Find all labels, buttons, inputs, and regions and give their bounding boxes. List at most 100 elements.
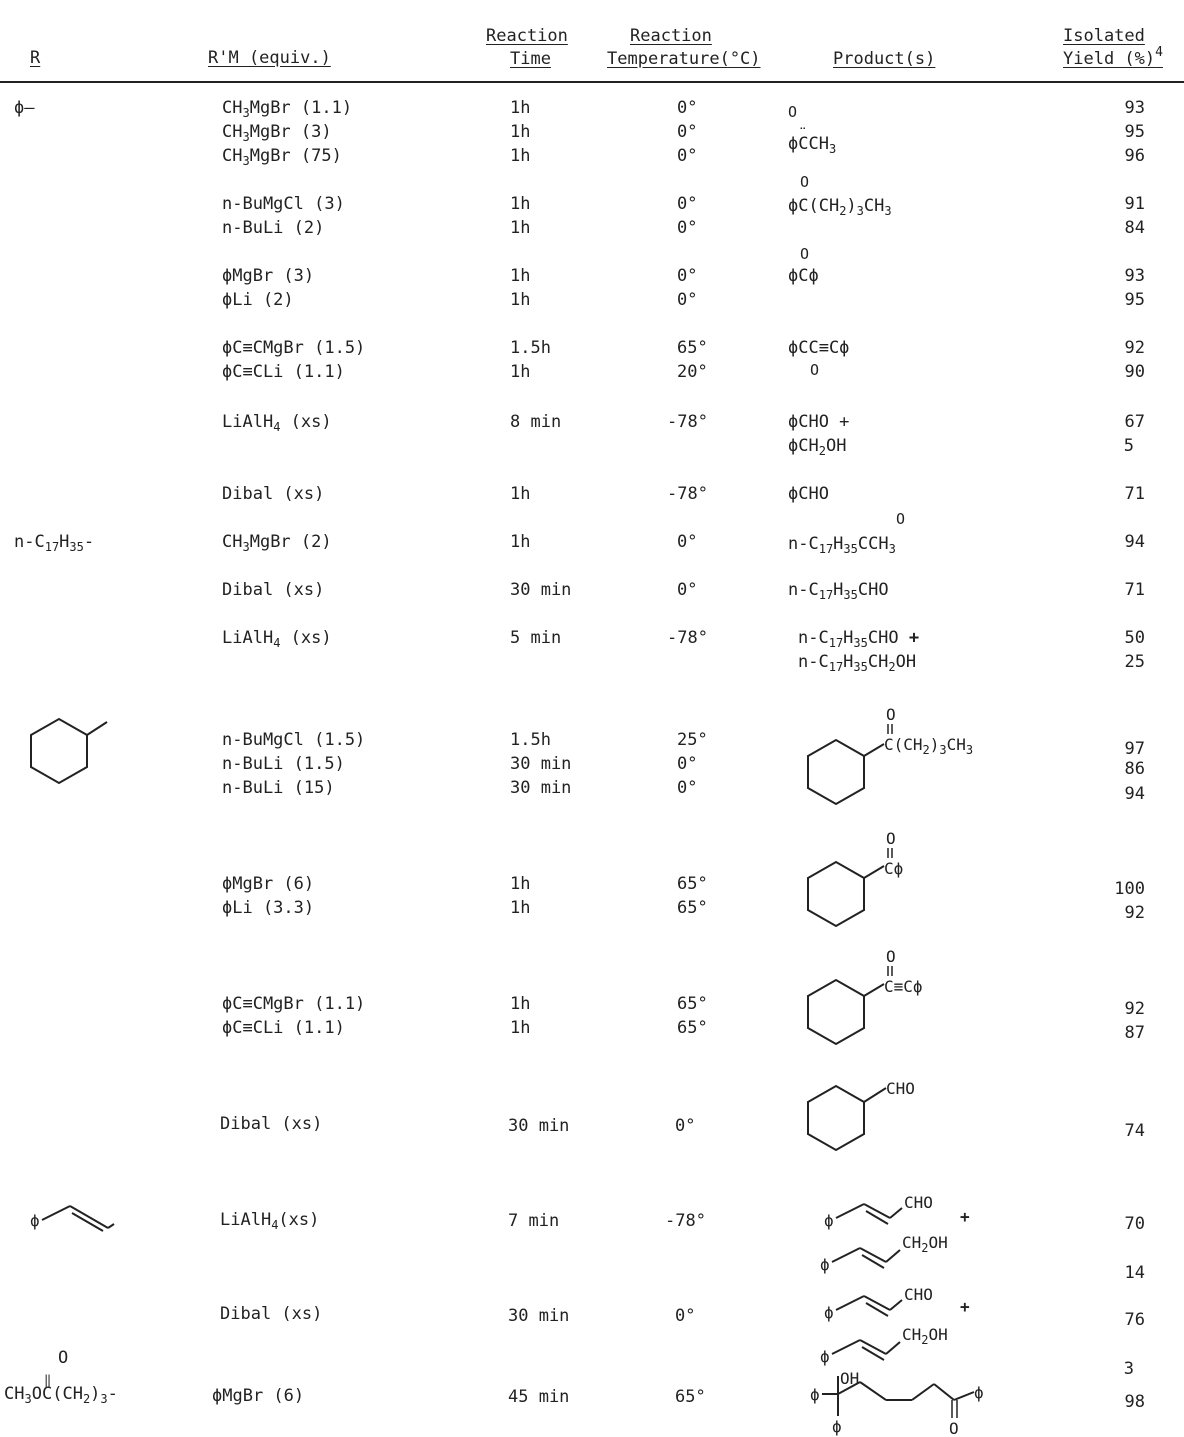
time: 30 min [508,1116,570,1136]
yield: 94 [1124,532,1145,552]
reagent: CH3MgBr (3) [222,122,332,144]
time: 1h [510,994,531,1014]
time: 1h [510,266,531,286]
reagent: ϕMgBr (6) [222,874,315,894]
temp: 65° [677,874,708,894]
reagent: ϕC≡CMgBr (1.5) [222,338,366,358]
temp: 0° [677,754,698,774]
temp: 0° [675,1116,696,1136]
time: 1.5h [510,338,551,358]
product-benzaldehyde: ϕCHO + [788,412,850,432]
reagent: n-BuLi (15) [222,778,335,798]
carbonyl-o: O [58,1348,69,1368]
time: 1.5h [510,730,551,750]
svg-text:CHO: CHO [904,1285,933,1304]
product-cinnamaldehyde-and-alcohol: ϕ CHO + ϕ CH2OH [820,1285,970,1366]
svg-text:C(CH2)3CH3: C(CH2)3CH3 [884,735,973,757]
svg-text:+: + [960,1207,970,1226]
yield: 90 [1124,362,1145,382]
product-benzophenone: ϕCϕ [788,266,819,286]
time: 1h [510,484,531,504]
product-cyclohexyl-ynone: O C≡Cϕ [807,947,923,1046]
header-rm: R'M (equiv.) [208,48,331,68]
reagent: LiAlH4 (xs) [222,412,332,434]
temp: -78° [667,412,708,432]
time: 30 min [508,1306,570,1326]
yield: 70 [1124,1214,1145,1234]
yield: 14 [1124,1263,1145,1283]
reagent: CH3MgBr (1.1) [222,98,353,120]
reagent: Dibal (xs) [220,1304,323,1324]
temp: 0° [677,122,698,142]
product-ynone: ϕCC≡Cϕ [788,338,850,358]
reagent: CH3MgBr (2) [222,532,332,554]
reagent: ϕMgBr (6) [212,1386,305,1406]
product-methyl-ketone: n-C17H35CCH3 [788,534,896,556]
yield: 74 [1124,1121,1145,1141]
header-temp-1: Reaction [630,26,712,46]
temp: 65° [677,898,708,918]
yield: 95 [1124,290,1145,310]
svg-text:ϕ: ϕ [30,1211,40,1230]
time: 5 min [510,628,562,648]
temp: 0° [677,218,698,238]
header-yield-1: Isolated [1063,26,1145,46]
reagent: LiAlH4 (xs) [222,628,332,650]
yield: 25 [1124,652,1145,672]
time: 30 min [510,778,572,798]
yield: 93 [1124,98,1145,118]
temp: 0° [677,98,698,118]
product-aldehyde: n-C17H35CHO [788,580,889,602]
carbonyl-o: O [800,245,810,263]
r-group-phenyl: ϕ– [14,98,35,118]
temp: 0° [675,1306,696,1326]
time: 1h [510,1018,531,1038]
header-time-1: Reaction [486,26,568,46]
product-aldehyde: n-C17H35CHO + [798,628,920,650]
svg-text:ϕ: ϕ [832,1417,842,1436]
time: 7 min [508,1211,560,1231]
time: 1h [510,98,531,118]
carbonyl-o: O [896,510,906,528]
svg-text:ϕ: ϕ [824,1303,834,1322]
time: 1h [510,146,531,166]
reagent: Dibal (xs) [220,1114,323,1134]
temp: 65° [677,1018,708,1038]
yield: 87 [1124,1023,1145,1043]
carbonyl-o: O [788,103,798,121]
r-group-heptadecyl: n-C17H35- [14,532,95,554]
yield: 3 [1123,1359,1134,1379]
temp: 0° [677,194,698,214]
time: 8 min [510,412,562,432]
time: 1h [510,122,531,142]
temp: -78° [667,484,708,504]
yield: 91 [1124,194,1145,214]
temp: 65° [677,338,708,358]
product-cinnamaldehyde-and-alcohol: ϕ CHO + ϕ CH2OH [820,1193,970,1274]
reagent: Dibal (xs) [222,580,325,600]
yield: 71 [1124,484,1145,504]
reagent: ϕC≡CMgBr (1.1) [222,994,366,1014]
yield: 95 [1124,122,1145,142]
carbonyl-o: O [810,361,820,379]
temp: 0° [677,580,698,600]
time: 1h [510,898,531,918]
svg-text:C≡Cϕ: C≡Cϕ [884,977,923,996]
yield: 100 [1114,879,1145,899]
time: 1h [510,874,531,894]
reagent: n-BuMgCl (1.5) [222,730,366,750]
yield: 71 [1124,580,1145,600]
yield: 98 [1124,1392,1145,1412]
temp: 25° [677,730,708,750]
svg-text:Cϕ: Cϕ [884,859,903,878]
styryl-structure: ϕ [30,1205,115,1232]
yield: 96 [1124,146,1145,166]
product-alcohol: n-C17H35CH2OH [798,652,917,674]
temp: -78° [667,628,708,648]
temp: 65° [675,1387,706,1407]
temp: 0° [677,532,698,552]
temp: 0° [677,266,698,286]
yield: 93 [1124,266,1145,286]
svg-text:OH: OH [840,1369,859,1388]
temp: 0° [677,290,698,310]
